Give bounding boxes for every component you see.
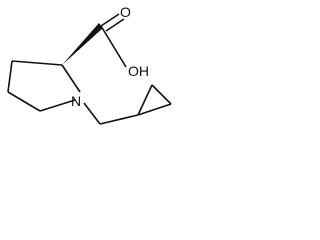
hydroxyl-label: OH — [128, 63, 149, 79]
carbonyl-oxygen-label: O — [120, 4, 131, 20]
cyclopropyl-bond-a — [137, 84, 153, 116]
cyclopropyl-bond-b — [151, 84, 172, 105]
stereo-wedge-bond — [62, 23, 103, 65]
hydroxyl-bond — [100, 25, 127, 68]
ch2-cyclopropyl-bond — [99, 114, 139, 125]
n-ch2-bond — [83, 102, 101, 125]
carbonyl-double-bond-1 — [100, 13, 120, 27]
structure-bonds — [7, 13, 172, 125]
chemical-structure-diagram: O OH N — [0, 0, 176, 140]
cyclopropyl-bond-c — [137, 103, 172, 116]
ring-bond-c4-c5 — [7, 91, 41, 112]
ring-bond-c2-c3 — [11, 60, 63, 66]
ring-bond-c3-c4 — [7, 60, 13, 93]
ring-bond-c5-n — [39, 99, 76, 112]
carbonyl-double-bond-2 — [105, 18, 125, 32]
ring-bond-n-c2 — [61, 64, 81, 93]
nitrogen-label: N — [71, 93, 82, 109]
